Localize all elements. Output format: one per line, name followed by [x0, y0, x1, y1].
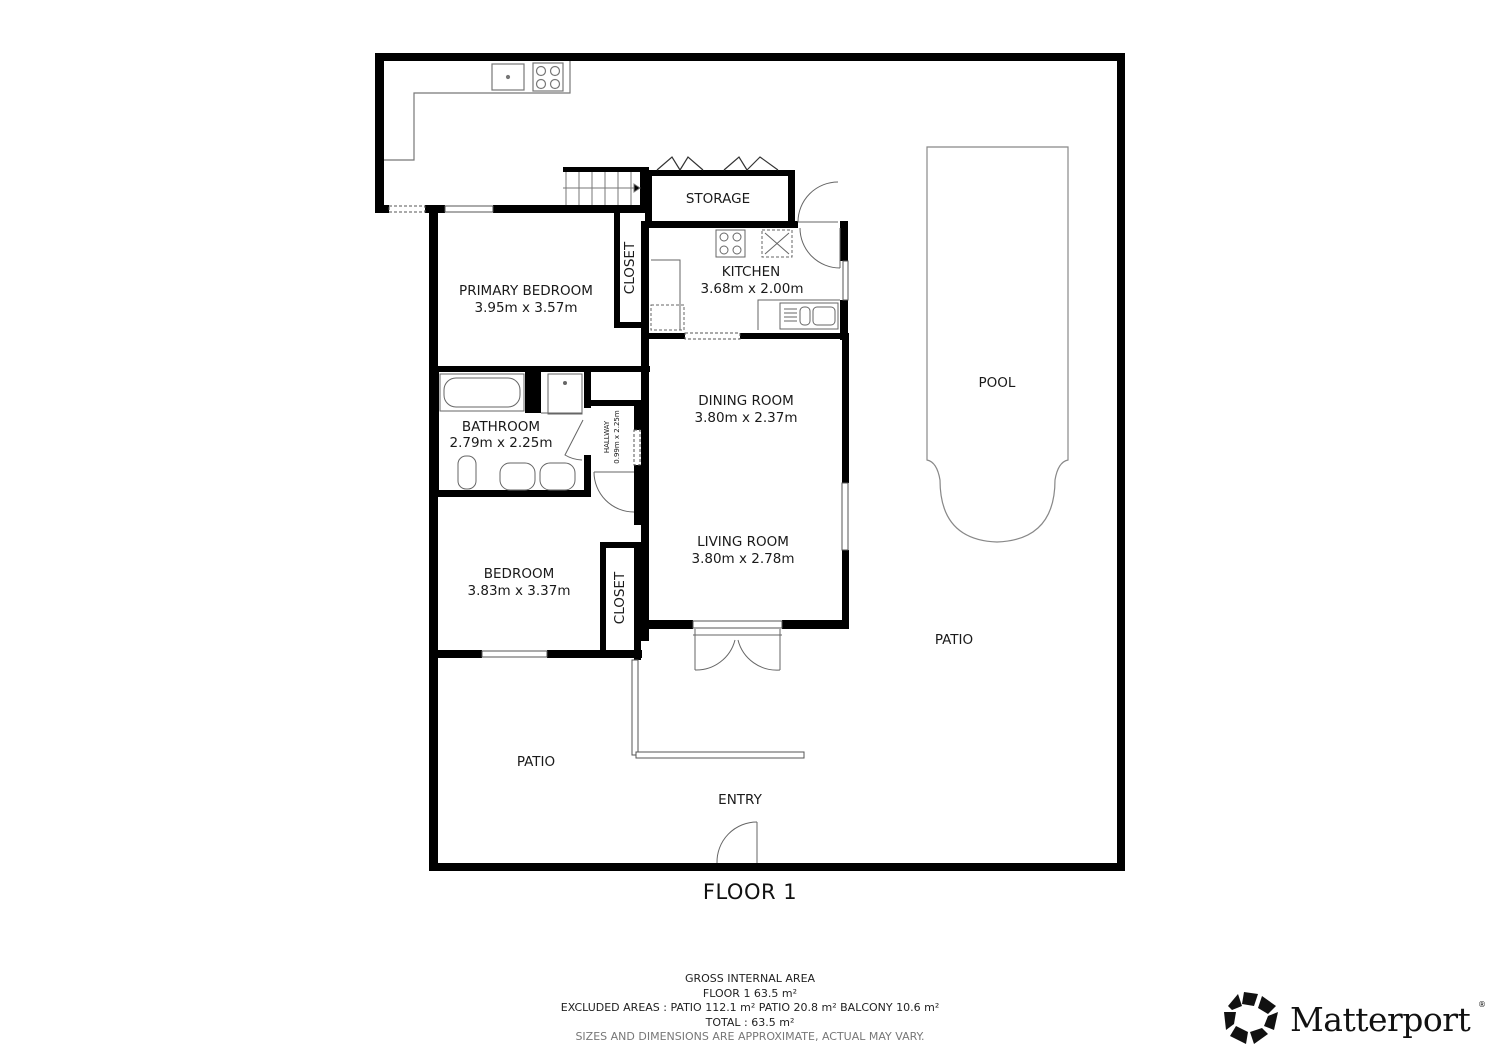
room-label-bedroom: BEDROOM [484, 566, 554, 582]
bathtub-icon [439, 373, 525, 412]
summary-heading: GROSS INTERNAL AREA [684, 972, 816, 985]
room-label-hallway: HALLWAY [603, 420, 611, 453]
room-dims-living-room: 3.80m x 2.78m [692, 551, 795, 567]
cooktop-icon [715, 229, 746, 258]
basin-icon [539, 462, 576, 491]
matterport-mark-icon [1224, 992, 1278, 1044]
brand-registered-mark: ® [1478, 1000, 1486, 1009]
area-summary: GROSS INTERNAL AREA FLOOR 1 63.5 m² EXCL… [0, 972, 1500, 1045]
room-dims-hallway: 0.99m x 2.25m [613, 410, 621, 464]
bifold-doors [656, 156, 779, 171]
room-label-entry: ENTRY [718, 792, 762, 808]
sink-icon [779, 302, 839, 330]
room-dims-primary-bedroom: 3.95m x 3.57m [475, 300, 578, 316]
outdoor-counter [384, 61, 571, 161]
toilet-icon [457, 455, 477, 490]
shower-icon [547, 373, 583, 415]
room-dims-bathroom: 2.79m x 2.25m [450, 435, 553, 451]
bathroom-fixtures [439, 373, 583, 491]
room-label-bathroom: BATHROOM [462, 419, 540, 435]
summary-disclaimer: SIZES AND DIMENSIONS ARE APPROXIMATE, AC… [575, 1030, 925, 1043]
basin-icon [499, 462, 536, 491]
room-label-kitchen: KITCHEN [722, 264, 781, 280]
kitchen-fixtures [650, 229, 840, 331]
matterport-logo: Matterport ® [1222, 990, 1492, 1050]
summary-total: TOTAL : 63.5 m² [705, 1015, 795, 1029]
summary-excluded-areas: EXCLUDED AREAS : PATIO 112.1 m² PATIO 20… [560, 1001, 940, 1014]
room-dims-dining-room: 3.80m x 2.37m [695, 410, 798, 426]
windows [388, 205, 849, 759]
room-label-storage: STORAGE [686, 191, 750, 207]
door-swings [564, 181, 841, 864]
oven-icon [761, 229, 793, 258]
room-label-bedroom-closet: CLOSET [612, 571, 628, 624]
stairs-icon [563, 172, 641, 205]
room-dims-bedroom: 3.83m x 3.37m [468, 583, 571, 599]
room-label-patio-main: PATIO [935, 632, 973, 648]
pool-outline [926, 146, 1069, 543]
room-label-dining-room: DINING ROOM [698, 393, 794, 409]
room-label-primary-closet: CLOSET [622, 241, 638, 294]
cooktop-icon [532, 62, 564, 92]
room-label-patio-side: PATIO [517, 754, 555, 770]
room-label-living-room: LIVING ROOM [697, 534, 789, 550]
brand-name: Matterport [1290, 1000, 1471, 1039]
floor-title: FLOOR 1 [702, 880, 798, 904]
room-label-primary-bedroom: PRIMARY BEDROOM [459, 283, 593, 299]
room-label-pool: POOL [979, 375, 1016, 391]
interior-walls [375, 167, 1125, 871]
summary-floor-area: FLOOR 1 63.5 m² [702, 986, 798, 1000]
room-dims-kitchen: 3.68m x 2.00m [701, 281, 804, 297]
sink-icon [491, 63, 525, 91]
